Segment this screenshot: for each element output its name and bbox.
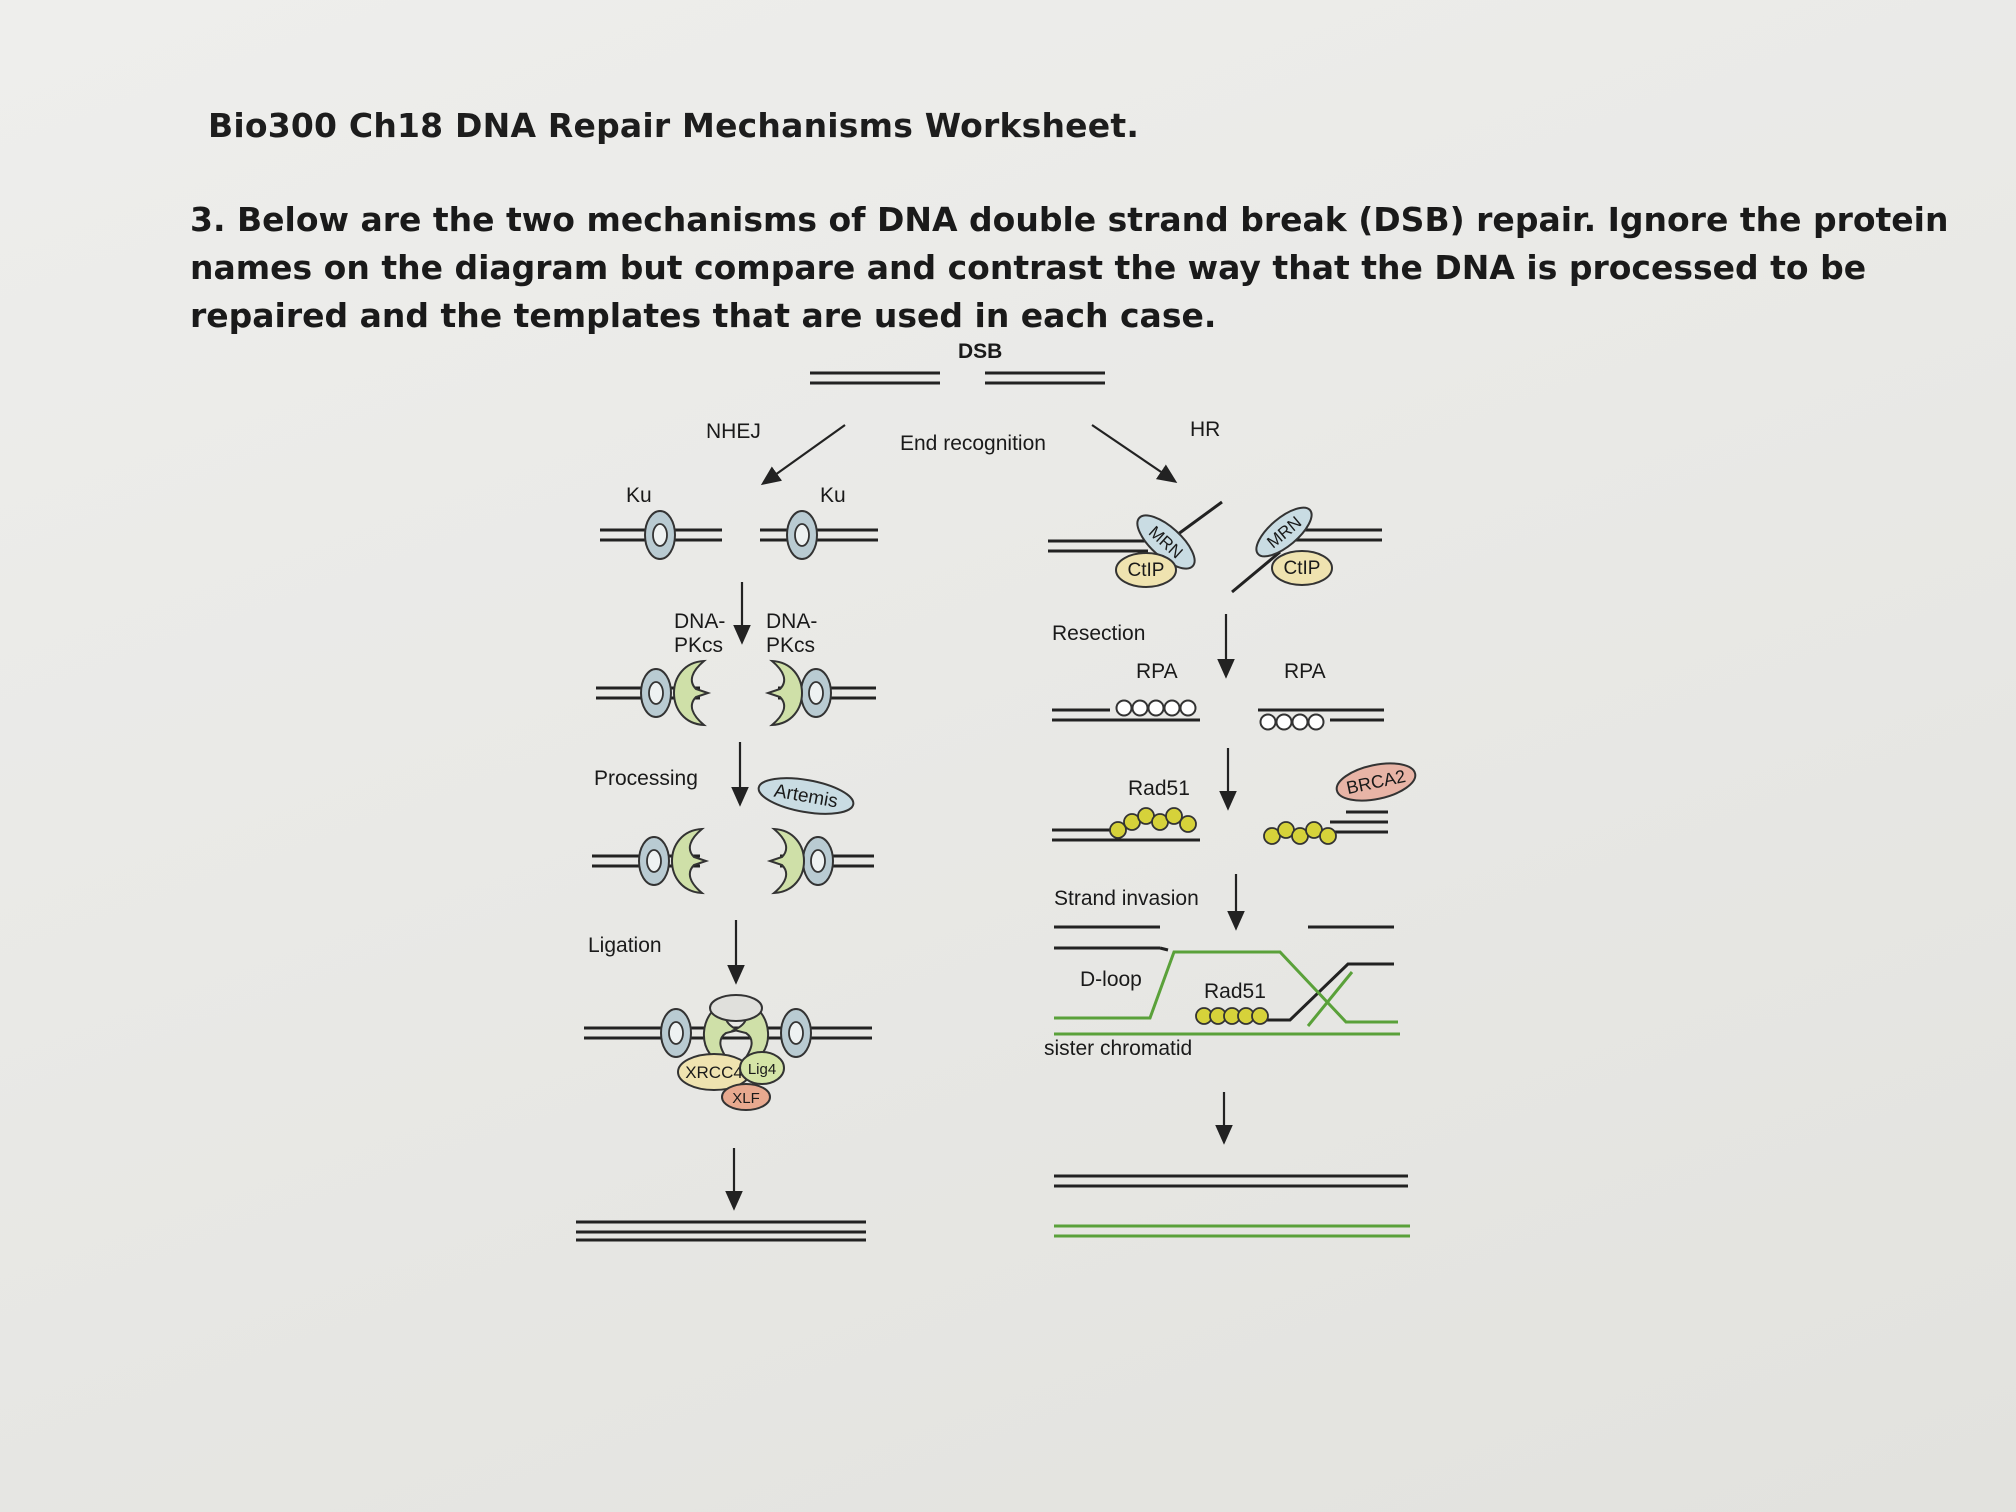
dnapkcs-label-right-1: DNA-: [766, 610, 817, 633]
dloop-label: D-loop: [1080, 968, 1142, 991]
dsb-label: DSB: [958, 340, 1002, 363]
ku-protein-right: [786, 510, 818, 560]
nhej-label: NHEJ: [706, 420, 761, 443]
hr-stage-rad51: [1052, 807, 1388, 845]
nhej-stage-ligation: XRCC4 Lig4 XLF: [584, 994, 872, 1111]
hr-stage-rpa: [1052, 699, 1384, 731]
nhej-stage-dnapkcs: [596, 660, 876, 726]
rad51-label: Rad51: [1128, 777, 1190, 800]
hr-label: HR: [1190, 418, 1220, 441]
ctip-protein-right: [1271, 550, 1333, 586]
nhej-repaired-dna: [576, 1220, 866, 1242]
ligation-label: Ligation: [588, 934, 662, 957]
brca2-protein: BRCA2: [1335, 762, 1417, 802]
dnapkcs-protein-right: [767, 660, 803, 726]
ku-label-left: Ku: [626, 484, 652, 507]
lig4-label: Lig4: [748, 1061, 776, 1078]
ku-protein-left: [644, 510, 676, 560]
nhej-stage-processing: [592, 828, 874, 894]
ctip-label-left: CtIP: [1128, 560, 1165, 581]
sister-chromatid-label: sister chromatid: [1044, 1037, 1192, 1060]
xlf-protein: [721, 1083, 771, 1111]
dnapkcs-label-left-2: PKcs: [674, 634, 723, 657]
xlf-label: XLF: [732, 1090, 760, 1107]
question-line: names on the diagram but compare and con…: [190, 248, 1867, 287]
ctip-label-right: CtIP: [1284, 558, 1321, 579]
hr-repaired-dna: [1054, 1174, 1410, 1238]
end-recognition-label: End recognition: [900, 432, 1046, 455]
question-line: repaired and the templates that are used…: [190, 296, 1217, 335]
lig4-protein: [739, 1051, 785, 1085]
dnapkcs-label-right-2: PKcs: [766, 634, 815, 657]
worksheet-title: Bio300 Ch18 DNA Repair Mechanisms Worksh…: [208, 106, 1140, 145]
artemis-protein: Artemis: [757, 777, 855, 815]
nhej-stage-ku: [600, 510, 878, 560]
arrow-to-hr: [1091, 424, 1178, 483]
hr-stage-mrn: MRN MRN CtIP CtIP: [1048, 500, 1382, 594]
dsb-dna: [810, 371, 1105, 385]
rpa-label-left: RPA: [1136, 660, 1178, 683]
question-3: 3. Below are the two mechanisms of DNA d…: [190, 196, 1949, 340]
processing-label: Processing: [594, 767, 698, 790]
question-line: 3. Below are the two mechanisms of DNA d…: [190, 200, 1949, 239]
xrcc4-label: XRCC4: [685, 1063, 743, 1082]
resection-label: Resection: [1052, 622, 1145, 645]
strand-invasion-label: Strand invasion: [1054, 887, 1199, 910]
ctip-protein-left: [1115, 552, 1177, 588]
dnapkcs-label-left-1: DNA-: [674, 610, 725, 633]
ku-label-right: Ku: [820, 484, 846, 507]
rpa-label-right: RPA: [1284, 660, 1326, 683]
arrow-to-nhej: [760, 424, 846, 486]
hr-stage-dloop: [1054, 925, 1400, 1036]
dnapkcs-protein-left: [673, 660, 709, 726]
rad51-dloop-label: Rad51: [1204, 980, 1266, 1003]
